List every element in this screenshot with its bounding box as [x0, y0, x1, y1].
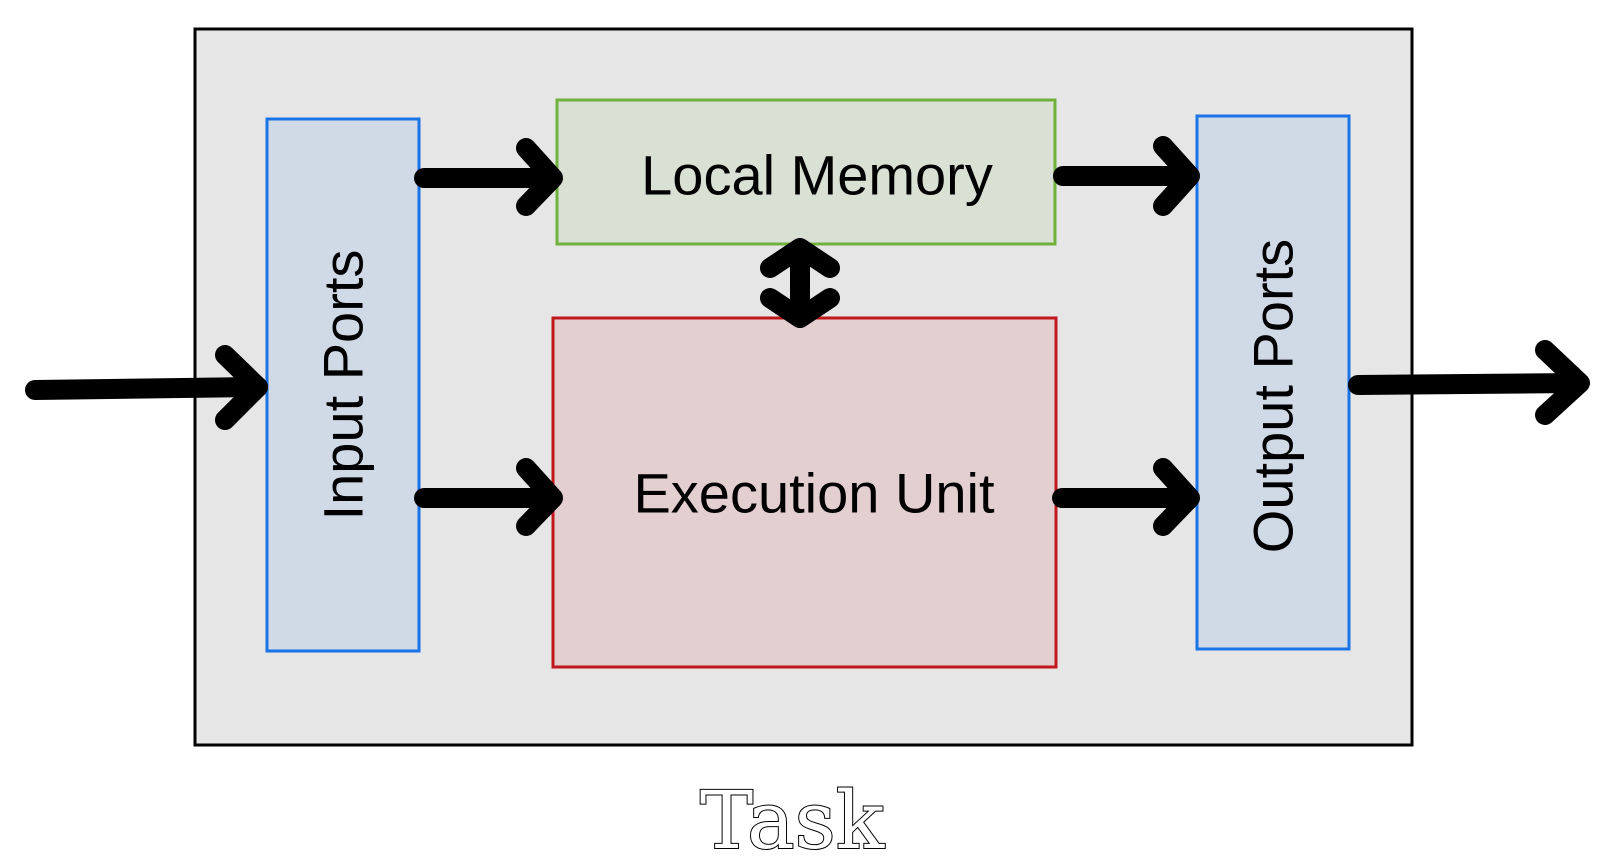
output-ports-box: [1195, 114, 1351, 651]
memory-to-output-arrow: [1053, 136, 1200, 216]
outgoing-arrow: [1348, 340, 1590, 425]
input-ports-label: Input Ports: [312, 250, 375, 521]
execution-to-output-arrow: [1052, 458, 1200, 536]
incoming-arrow: [25, 345, 268, 430]
input-to-memory-arrow: [414, 138, 563, 216]
local-memory-box: [555, 98, 1057, 246]
input-ports-box: [265, 117, 421, 653]
output-ports-label: Output Ports: [1242, 239, 1305, 553]
execution-unit-label: Execution Unit: [633, 462, 995, 525]
execution-unit-box: [551, 316, 1058, 669]
task-caption: Task: [700, 774, 886, 867]
local-memory-label: Local Memory: [641, 144, 993, 207]
memory-execution-bidirectional-arrow: [760, 238, 840, 328]
input-to-execution-arrow: [414, 458, 563, 536]
